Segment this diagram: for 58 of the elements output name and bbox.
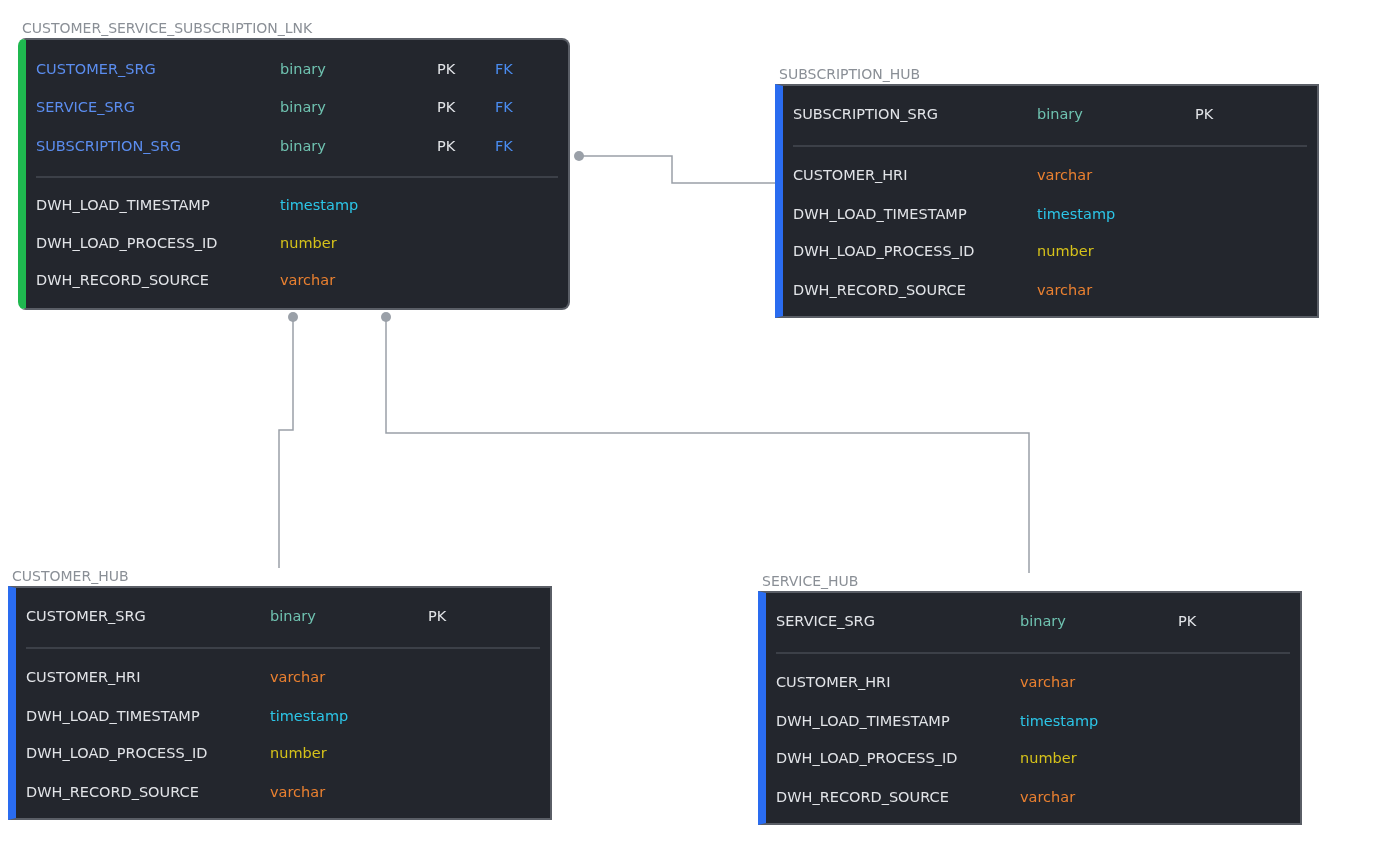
column-name: DWH_LOAD_PROCESS_ID	[793, 242, 975, 260]
relationship-line	[381, 312, 1030, 574]
data-type: binary	[280, 60, 326, 78]
data-type: varchar	[270, 668, 326, 686]
column-name: DWH_RECORD_SOURCE	[793, 281, 966, 299]
column-name: CUSTOMER_SRG	[36, 60, 156, 78]
data-type: binary	[280, 98, 326, 116]
column-name: DWH_LOAD_PROCESS_ID	[36, 234, 218, 252]
data-type: number	[270, 744, 327, 762]
table-title: CUSTOMER_HUB	[12, 568, 129, 584]
key-marker: FK	[495, 137, 513, 155]
data-type: binary	[280, 137, 326, 155]
column-name: DWH_RECORD_SOURCE	[776, 788, 949, 806]
table-title: CUSTOMER_SERVICE_SUBSCRIPTION_LNK	[22, 20, 313, 36]
data-type: binary	[1020, 612, 1066, 630]
key-marker: FK	[495, 98, 513, 116]
key-marker: PK	[437, 98, 456, 116]
data-type: timestamp	[1020, 712, 1099, 730]
data-type: varchar	[270, 783, 326, 801]
data-type: timestamp	[280, 196, 359, 214]
column-name: CUSTOMER_HRI	[793, 166, 908, 184]
column-name: CUSTOMER_HRI	[26, 668, 141, 686]
data-type: varchar	[1020, 788, 1076, 806]
column-name: CUSTOMER_SRG	[26, 607, 146, 625]
data-type: binary	[1037, 105, 1083, 123]
column-name: SERVICE_SRG	[776, 612, 875, 630]
column-name: DWH_LOAD_PROCESS_ID	[776, 749, 958, 767]
data-type: number	[1037, 242, 1094, 260]
column-name: DWH_LOAD_TIMESTAMP	[36, 196, 210, 214]
key-marker: PK	[437, 60, 456, 78]
key-marker: PK	[1178, 612, 1197, 630]
data-type: timestamp	[1037, 205, 1116, 223]
relationship-line	[278, 312, 298, 569]
column-name: DWH_LOAD_TIMESTAMP	[793, 205, 967, 223]
column-name: DWH_RECORD_SOURCE	[36, 271, 209, 289]
table-title: SERVICE_HUB	[762, 573, 859, 589]
column-name: SERVICE_SRG	[36, 98, 135, 116]
data-type: binary	[270, 607, 316, 625]
data-type: varchar	[280, 271, 336, 289]
column-name: DWH_LOAD_TIMESTAMP	[26, 707, 200, 725]
column-name: DWH_RECORD_SOURCE	[26, 783, 199, 801]
data-type: number	[1020, 749, 1077, 767]
column-name: SUBSCRIPTION_SRG	[793, 105, 939, 123]
column-name: SUBSCRIPTION_SRG	[36, 137, 182, 155]
data-type: varchar	[1020, 673, 1076, 691]
table-title: SUBSCRIPTION_HUB	[779, 66, 920, 82]
relationship-line	[574, 151, 776, 184]
data-type: timestamp	[270, 707, 349, 725]
data-type: number	[280, 234, 337, 252]
column-name: DWH_LOAD_TIMESTAMP	[776, 712, 950, 730]
column-name: CUSTOMER_HRI	[776, 673, 891, 691]
column-name: DWH_LOAD_PROCESS_ID	[26, 744, 208, 762]
key-marker: PK	[428, 607, 447, 625]
data-type: varchar	[1037, 281, 1093, 299]
key-marker: PK	[1195, 105, 1214, 123]
key-marker: FK	[495, 60, 513, 78]
data-type: varchar	[1037, 166, 1093, 184]
key-marker: PK	[437, 137, 456, 155]
